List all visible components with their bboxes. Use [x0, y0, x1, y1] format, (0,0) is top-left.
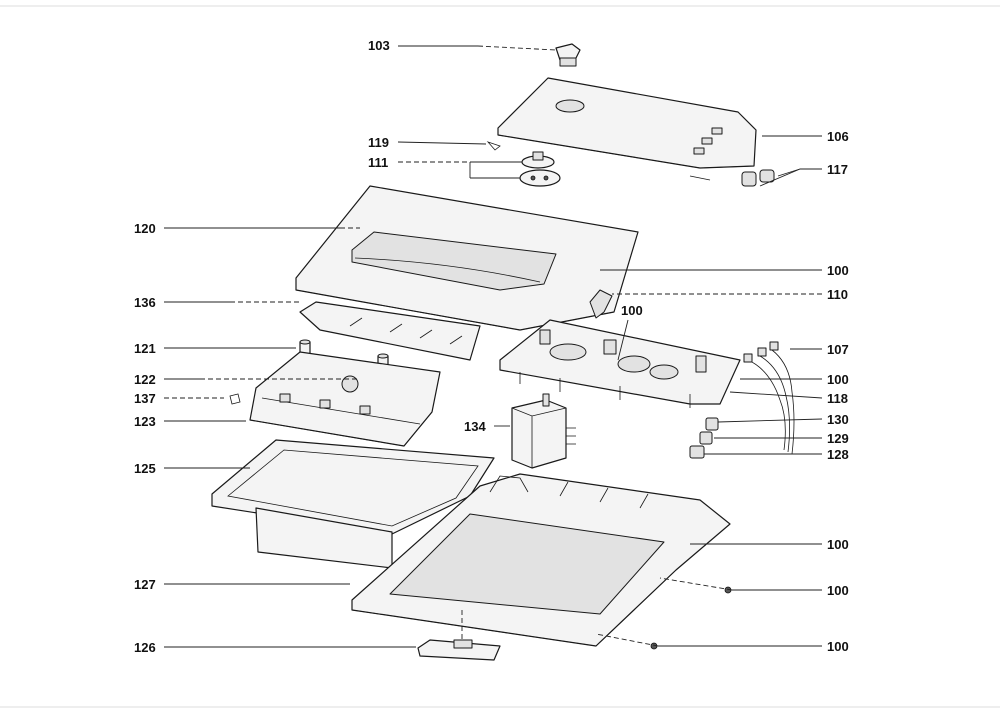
- label-100-bottom: 100: [827, 639, 849, 654]
- label-125: 125: [134, 461, 156, 476]
- label-122: 122: [134, 372, 156, 387]
- label-118: 118: [827, 391, 848, 406]
- control-board: [499, 319, 741, 408]
- label-136: 136: [134, 295, 156, 310]
- label-103: 103: [368, 38, 390, 53]
- part-122-123-dispenser: [249, 351, 441, 447]
- label-119: 119: [368, 135, 389, 150]
- label-100-top: 100: [827, 263, 849, 278]
- label-123: 123: [134, 414, 156, 429]
- part-106-panel-cover: [497, 77, 757, 181]
- part-111-dial: [519, 151, 561, 187]
- label-129: 129: [827, 431, 849, 446]
- label-120: 120: [134, 221, 156, 236]
- part-107-wiring: [743, 341, 795, 455]
- label-134: 134: [464, 419, 486, 434]
- label-130: 130: [827, 412, 849, 427]
- label-100-board: 100: [621, 303, 643, 318]
- label-107: 107: [827, 342, 849, 357]
- label-126: 126: [134, 640, 156, 655]
- label-110: 110: [827, 287, 848, 302]
- label-106: 106: [827, 129, 849, 144]
- part-labels: 103 106 119 111 117 120 100 110 136 100 …: [134, 38, 849, 655]
- part-120-lid: [295, 185, 639, 331]
- label-100-screw: 100: [827, 583, 849, 598]
- label-121: 121: [134, 341, 156, 356]
- part-119-clip: [486, 141, 501, 151]
- part-127-base-frame: [351, 473, 731, 647]
- part-110-lever: [589, 289, 613, 319]
- part-125-tub: [211, 439, 495, 569]
- label-128: 128: [827, 447, 849, 462]
- part-136-hinge-plate: [299, 301, 481, 361]
- part-126-foot: [417, 639, 501, 661]
- parts-128-130-switches: [689, 417, 719, 459]
- label-100-frame: 100: [827, 537, 849, 552]
- part-137-clip: [229, 393, 241, 405]
- leader-lines: [164, 45, 823, 648]
- part-134-motor: [511, 393, 576, 469]
- part-117-connectors: [741, 169, 775, 187]
- label-137: 137: [134, 391, 156, 406]
- label-111: 111: [368, 155, 388, 170]
- part-103-knob: [555, 43, 581, 67]
- label-117: 117: [827, 162, 848, 177]
- label-127: 127: [134, 577, 156, 592]
- label-100-mid: 100: [827, 372, 849, 387]
